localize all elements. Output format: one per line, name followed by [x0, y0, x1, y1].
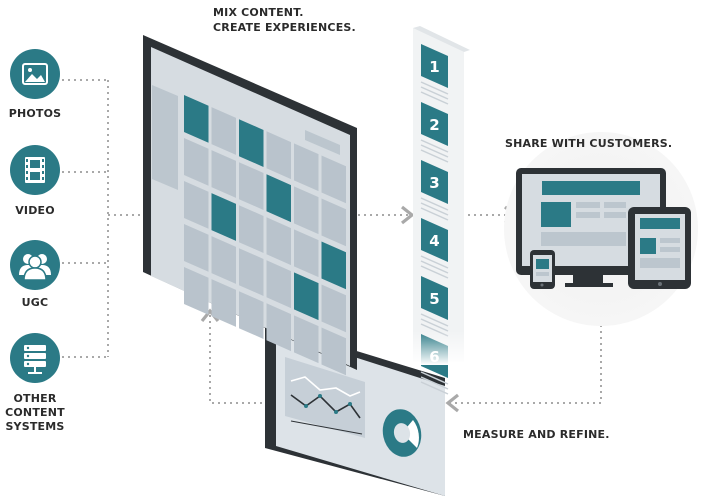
source-photos: [10, 49, 60, 99]
measure-label: MEASURE AND REFINE.: [463, 428, 610, 442]
source-other: [10, 333, 60, 383]
sidebar-panel: [152, 85, 178, 190]
photos-circle: [10, 49, 60, 99]
source-label-other-3: SYSTEMS: [0, 420, 75, 434]
share-label: SHARE WITH CUSTOMERS.: [505, 137, 672, 151]
users-icon: [19, 254, 51, 280]
header-line-2: CREATE EXPERIENCES.: [213, 21, 356, 35]
source-label-other-1: OTHER: [0, 392, 75, 406]
source-label-ugc: UGC: [0, 296, 75, 310]
experience-strip: 123456: [405, 26, 475, 394]
tablet: [628, 207, 691, 289]
device-group: [504, 132, 698, 326]
strip-number: 3: [429, 174, 439, 192]
source-video: [10, 145, 60, 195]
content-mixer-screen: [143, 35, 357, 375]
header-line-1: MIX CONTENT.: [213, 6, 304, 20]
strip-number: 4: [429, 232, 439, 250]
source-label-video: VIDEO: [0, 204, 75, 218]
source-label-other-2: CONTENT: [0, 406, 75, 420]
phone: [530, 250, 555, 289]
strip-number: 2: [429, 116, 439, 134]
film-icon: [25, 157, 45, 183]
source-label-photos: PHOTOS: [0, 107, 75, 121]
strip-number: 1: [429, 58, 439, 76]
source-ugc: [10, 240, 60, 290]
